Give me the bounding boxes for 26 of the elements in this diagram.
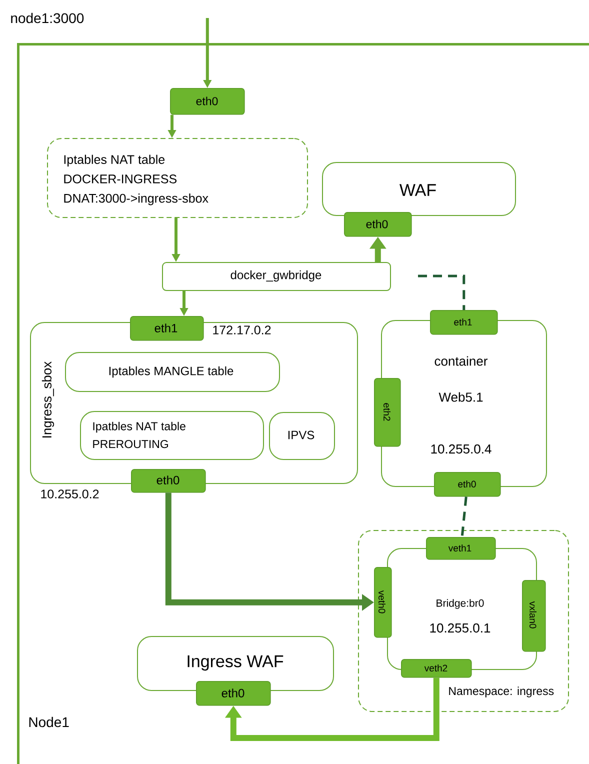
interface-tag: eth0 [170, 88, 245, 115]
rounded-box: Iptables MANGLE table [65, 352, 280, 392]
ip-address-label: 172.17.0.2 [213, 326, 271, 334]
interface-tag: eth0 [131, 469, 206, 493]
host-frame [17, 43, 589, 764]
dashed-box: Iptables NAT table DOCKER-INGRESS DNAT:3000->ingress-sbox [47, 138, 308, 218]
interface-tag: eth1 [430, 310, 498, 335]
ip-address-label: 10.255.0.2 [41, 490, 99, 498]
interface-tag: eth1 [130, 316, 204, 341]
interface-tag: eth0 [344, 212, 412, 237]
rounded-box: WAF [322, 162, 516, 216]
interface-tag: eth2 [374, 378, 401, 447]
interface-tag: eth0 [434, 472, 501, 497]
dashed-connector [418, 274, 466, 310]
interface-tag: eth0 [196, 681, 271, 706]
rounded-box: IPVS [269, 412, 335, 460]
interface-tag: vxlan0 [522, 580, 546, 652]
arrow [224, 678, 440, 741]
interface-tag: veth1 [426, 537, 496, 560]
dashed-connector [460, 496, 468, 538]
rounded-box: Ipatbles NAT table PREROUTING [80, 411, 264, 460]
interface-tag: veth2 [401, 659, 472, 678]
bridge-box: docker_gwbridge [162, 262, 391, 291]
frame-label: node1:3000 [11, 12, 84, 24]
frame-label: Node1 [29, 716, 69, 728]
interface-tag: veth0 [374, 567, 392, 638]
